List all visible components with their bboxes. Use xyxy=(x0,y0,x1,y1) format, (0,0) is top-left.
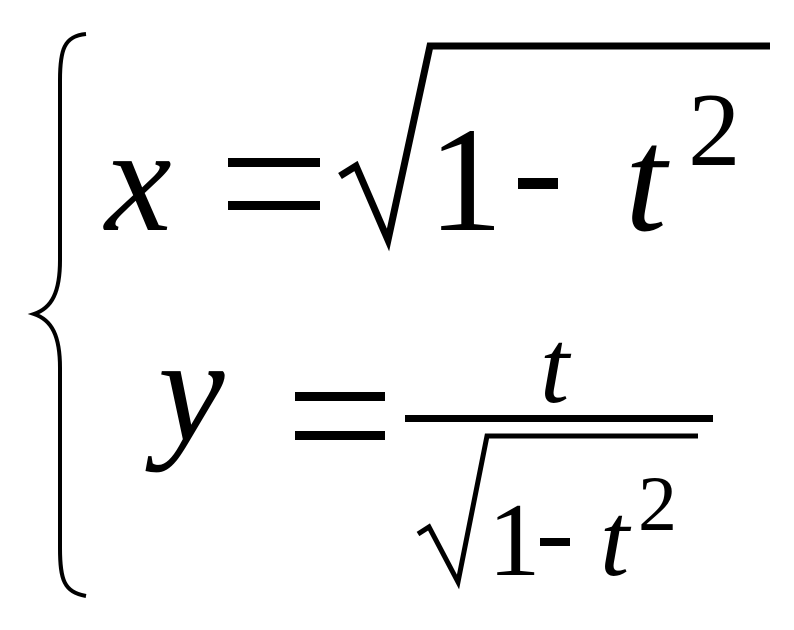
equals-sign-1 xyxy=(228,158,320,210)
radical-sign-1 xyxy=(338,42,770,252)
exponent-2-2: 2 xyxy=(638,460,677,547)
curly-brace xyxy=(27,32,87,598)
radicand-t-2: t xyxy=(600,481,632,598)
minus-sign-2 xyxy=(540,538,570,546)
minus-sign-1 xyxy=(518,178,558,189)
equation-y: y t 1 t 2 xyxy=(145,307,713,598)
radical-sign-2 xyxy=(416,433,698,590)
radicand-t-1: t xyxy=(625,97,670,263)
radicand-one-2: 1 xyxy=(488,481,541,598)
x-variable: x xyxy=(103,97,172,263)
numerator-t: t xyxy=(540,308,572,425)
fraction-bar xyxy=(405,415,713,422)
exponent-2-1: 2 xyxy=(688,71,741,188)
equation-x: x 1 t 2 xyxy=(103,42,770,263)
equals-sign-2 xyxy=(295,392,385,440)
radicand-one-1: 1 xyxy=(428,97,503,263)
y-variable: y xyxy=(145,307,225,473)
